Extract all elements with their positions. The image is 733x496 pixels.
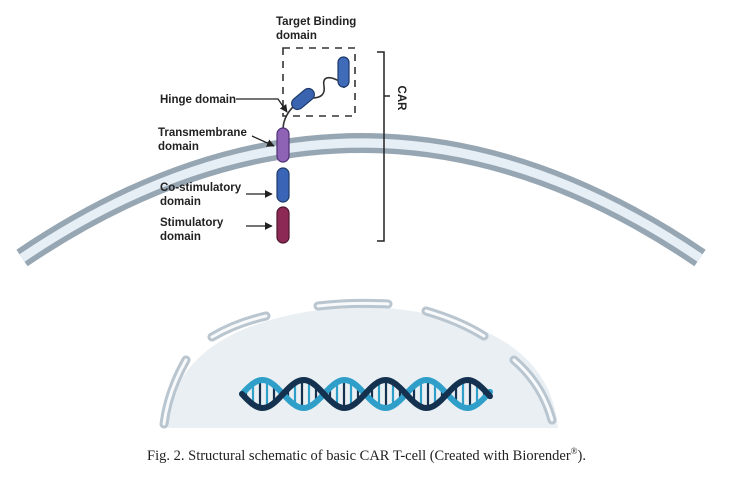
pointer-arrows (236, 98, 288, 230)
stimulatory-label: Stimulatory domain (160, 217, 226, 243)
costimulatory-label: Co-stimulatory domain (160, 182, 244, 208)
hinge-pointer (236, 98, 288, 113)
dna-helix-icon (239, 377, 493, 411)
caption-text: Fig. 2. Structural schematic of basic CA… (147, 447, 571, 464)
dna-strand-dark (239, 377, 493, 411)
transmembrane-label: Transmembrane domain (158, 127, 250, 153)
caption-end: ). (577, 447, 586, 464)
car-bracket (377, 51, 385, 242)
cell-membrane (16, 133, 706, 267)
target-binding-domain (337, 56, 350, 88)
hinge-domain (291, 87, 315, 111)
target-binding-label: Target Binding domain (276, 16, 359, 42)
stimulatory-domain (276, 206, 290, 244)
transmembrane-domain (276, 127, 290, 163)
target-binding-box (282, 47, 356, 117)
caption-registered-mark: ® (570, 446, 578, 456)
costimulatory-domain (276, 167, 290, 203)
nucleus (159, 298, 558, 429)
nuclear-envelope-highlight (162, 301, 554, 426)
car-receptor (276, 56, 350, 244)
figure-caption: Fig. 2. Structural schematic of basic CA… (0, 446, 733, 465)
hinge-label: Hinge domain (160, 94, 236, 106)
car-label: CAR (395, 86, 407, 112)
transmembrane-pointer (251, 135, 275, 147)
